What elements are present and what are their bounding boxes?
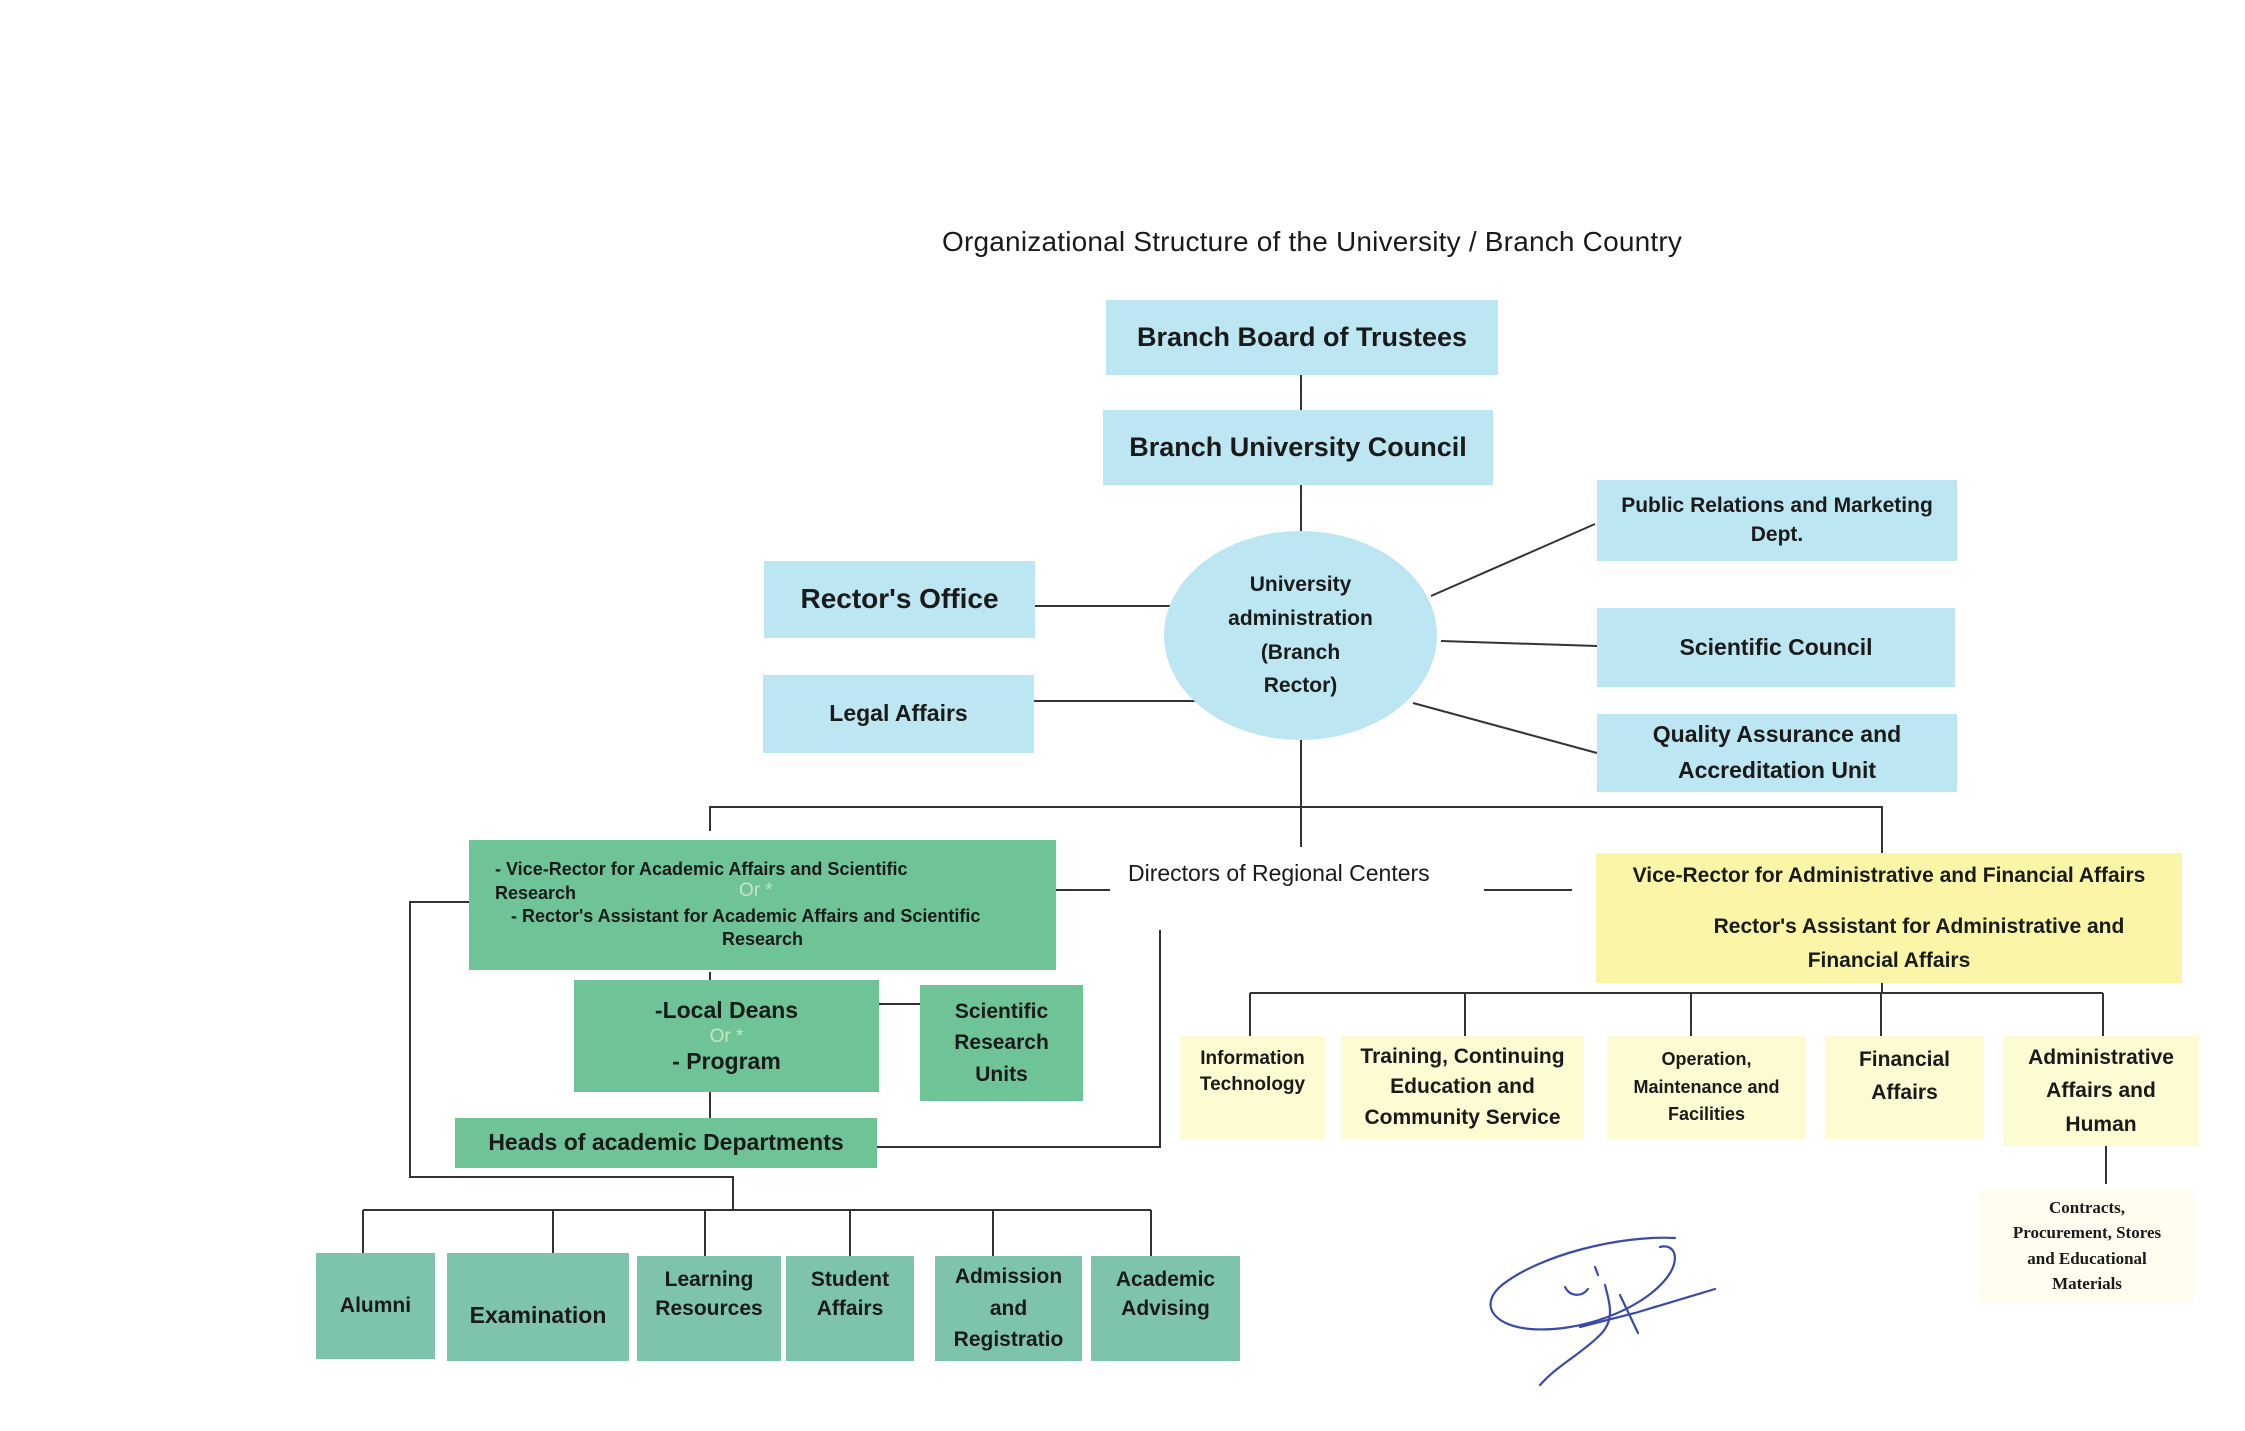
handwritten-signature [1489, 1236, 1717, 1387]
learning-line-2: Resources [655, 1296, 763, 1320]
sru-line-2: Research [954, 1031, 1049, 1055]
vice-rector-administrative: Vice-Rector for Administrative and Finan… [1596, 853, 2182, 983]
university-administration: University administration (Branch Rector… [1164, 531, 1437, 740]
local-deans: -Local Deans Or * - Program [574, 980, 879, 1092]
local-deans-line-2: - Program [672, 1047, 781, 1074]
operation-line-2: Maintenance and [1633, 1076, 1780, 1097]
contracts-line-2: Procurement, Stores [2012, 1223, 2162, 1242]
it-line-2: Technology [1199, 1074, 1306, 1096]
pr-line-1: Public Relations and Marketing [1621, 493, 1933, 517]
training-line-1: Training, Continuing [1360, 1044, 1565, 1068]
connector-admin-pr [1430, 523, 1596, 597]
scientific-council-label: Scientific Council [1679, 633, 1873, 660]
vice-admin-line-2: Rector's Assistant for Administrative an… [1713, 915, 2125, 939]
council-label: Branch University Council [1129, 431, 1467, 462]
student-line-2: Affairs [816, 1296, 884, 1320]
admission-line-2: and [989, 1296, 1028, 1320]
scientific-council: Scientific Council [1597, 608, 1955, 687]
contracts-line-3: and Educational [2027, 1248, 2147, 1268]
contracts-line-4: Materials [2052, 1274, 2122, 1293]
connector-academic-loop-right [877, 930, 1161, 1148]
branch-board-of-trustees: Branch Board of Trustees [1106, 300, 1498, 375]
training-line-3: Community Service [1364, 1105, 1561, 1129]
alumni-unit: Alumni [316, 1253, 435, 1359]
vice-rector-academic: - Vice-Rector for Academic Affairs and S… [469, 840, 1056, 970]
contracts-procurement-unit: Contracts, Procurement, Stores and Educa… [1980, 1188, 2194, 1303]
local-deans-line-1: -Local Deans [654, 997, 799, 1024]
heads-academic-departments: Heads of academic Departments [455, 1118, 877, 1168]
vice-academic-line-4: Research [721, 929, 804, 950]
hr-line-1: Administrative [2028, 1045, 2174, 1069]
advising-line-1: Academic [1115, 1268, 1216, 1291]
rectors-office-label: Rector's Office [800, 583, 999, 615]
admin-line-1: University [1249, 573, 1352, 597]
rectors-office: Rector's Office [764, 561, 1035, 638]
administrative-affairs-hr-unit: Administrative Affairs and Human [2003, 1036, 2199, 1146]
branch-board-label: Branch Board of Trustees [1136, 321, 1468, 352]
heads-label: Heads of academic Departments [488, 1129, 844, 1156]
connector-admin-scientific-council [1440, 640, 1598, 647]
admin-line-4: Rector) [1263, 674, 1338, 698]
connector-main-branch [709, 806, 1883, 853]
examination-unit: Examination [447, 1253, 629, 1361]
vice-admin-line-3: Financial Affairs [1807, 948, 1971, 972]
connector-admin-quality [1412, 702, 1598, 754]
admin-line-2: administration [1228, 606, 1373, 630]
operation-line-1: Operation, [1661, 1048, 1752, 1069]
legal-affairs: Legal Affairs [763, 675, 1034, 753]
connector-academic-loop-left [409, 901, 734, 1210]
legal-affairs-label: Legal Affairs [829, 700, 968, 727]
financial-affairs-unit: Financial Affairs [1825, 1036, 1984, 1139]
academic-advising-unit: Academic Advising [1091, 1256, 1240, 1361]
vice-academic-line-2: Research [495, 882, 577, 903]
directors-regional-centers: Directors of Regional Centers [1128, 860, 1430, 886]
vice-academic-line-3: - Rector's Assistant for Academic Affair… [511, 906, 981, 926]
scientific-research-units: Scientific Research Units [920, 985, 1083, 1101]
financial-line-2: Affairs [1871, 1080, 1938, 1104]
training-continuing-education-unit: Training, Continuing Education and Commu… [1341, 1036, 1584, 1139]
quality-assurance-unit: Quality Assurance and Accreditation Unit [1597, 714, 1957, 792]
chart-title: Organizational Structure of the Universi… [942, 226, 1683, 257]
learning-line-1: Learning [664, 1268, 754, 1291]
admin-line-3: (Branch [1260, 640, 1341, 664]
qa-line-1: Quality Assurance and [1652, 721, 1902, 748]
admission-line-3: Registratio [953, 1328, 1064, 1352]
advising-line-2: Advising [1121, 1296, 1210, 1320]
it-line-1: Information [1200, 1048, 1305, 1069]
branch-university-council: Branch University Council [1103, 410, 1493, 485]
financial-line-1: Financial [1858, 1048, 1951, 1071]
sru-line-3: Units [975, 1062, 1028, 1086]
contracts-line-1: Contracts, [2048, 1197, 2125, 1217]
alumni-label: Alumni [339, 1293, 412, 1317]
vice-academic-line-1: - Vice-Rector for Academic Affairs and S… [495, 859, 908, 880]
operation-maintenance-unit: Operation, Maintenance and Facilities [1607, 1036, 1806, 1139]
hr-line-2: Affairs and [2046, 1079, 2156, 1103]
qa-line-2: Accreditation Unit [1677, 757, 1877, 783]
pr-line-2: Dept. [1750, 522, 1804, 546]
operation-line-3: Facilities [1667, 1104, 1746, 1125]
hr-line-3: Human [2065, 1112, 2137, 1136]
sru-line-1: Scientific [954, 999, 1049, 1023]
learning-resources-unit: Learning Resources [637, 1256, 781, 1361]
admission-line-1: Admission [954, 1265, 1063, 1289]
student-line-1: Student [810, 1268, 890, 1291]
training-line-2: Education and [1390, 1075, 1535, 1099]
vice-admin-line-1: Vice-Rector for Administrative and Finan… [1632, 863, 2146, 887]
local-deans-or: Or * [709, 1025, 744, 1047]
information-technology-unit: Information Technology [1180, 1036, 1325, 1139]
pr-marketing-dept: Public Relations and Marketing Dept. [1597, 480, 1957, 561]
student-affairs-unit: Student Affairs [786, 1256, 914, 1361]
admission-registration-unit: Admission and Registratio [935, 1256, 1082, 1361]
vice-academic-or: Or * [739, 880, 773, 901]
examination-label: Examination [469, 1302, 607, 1329]
